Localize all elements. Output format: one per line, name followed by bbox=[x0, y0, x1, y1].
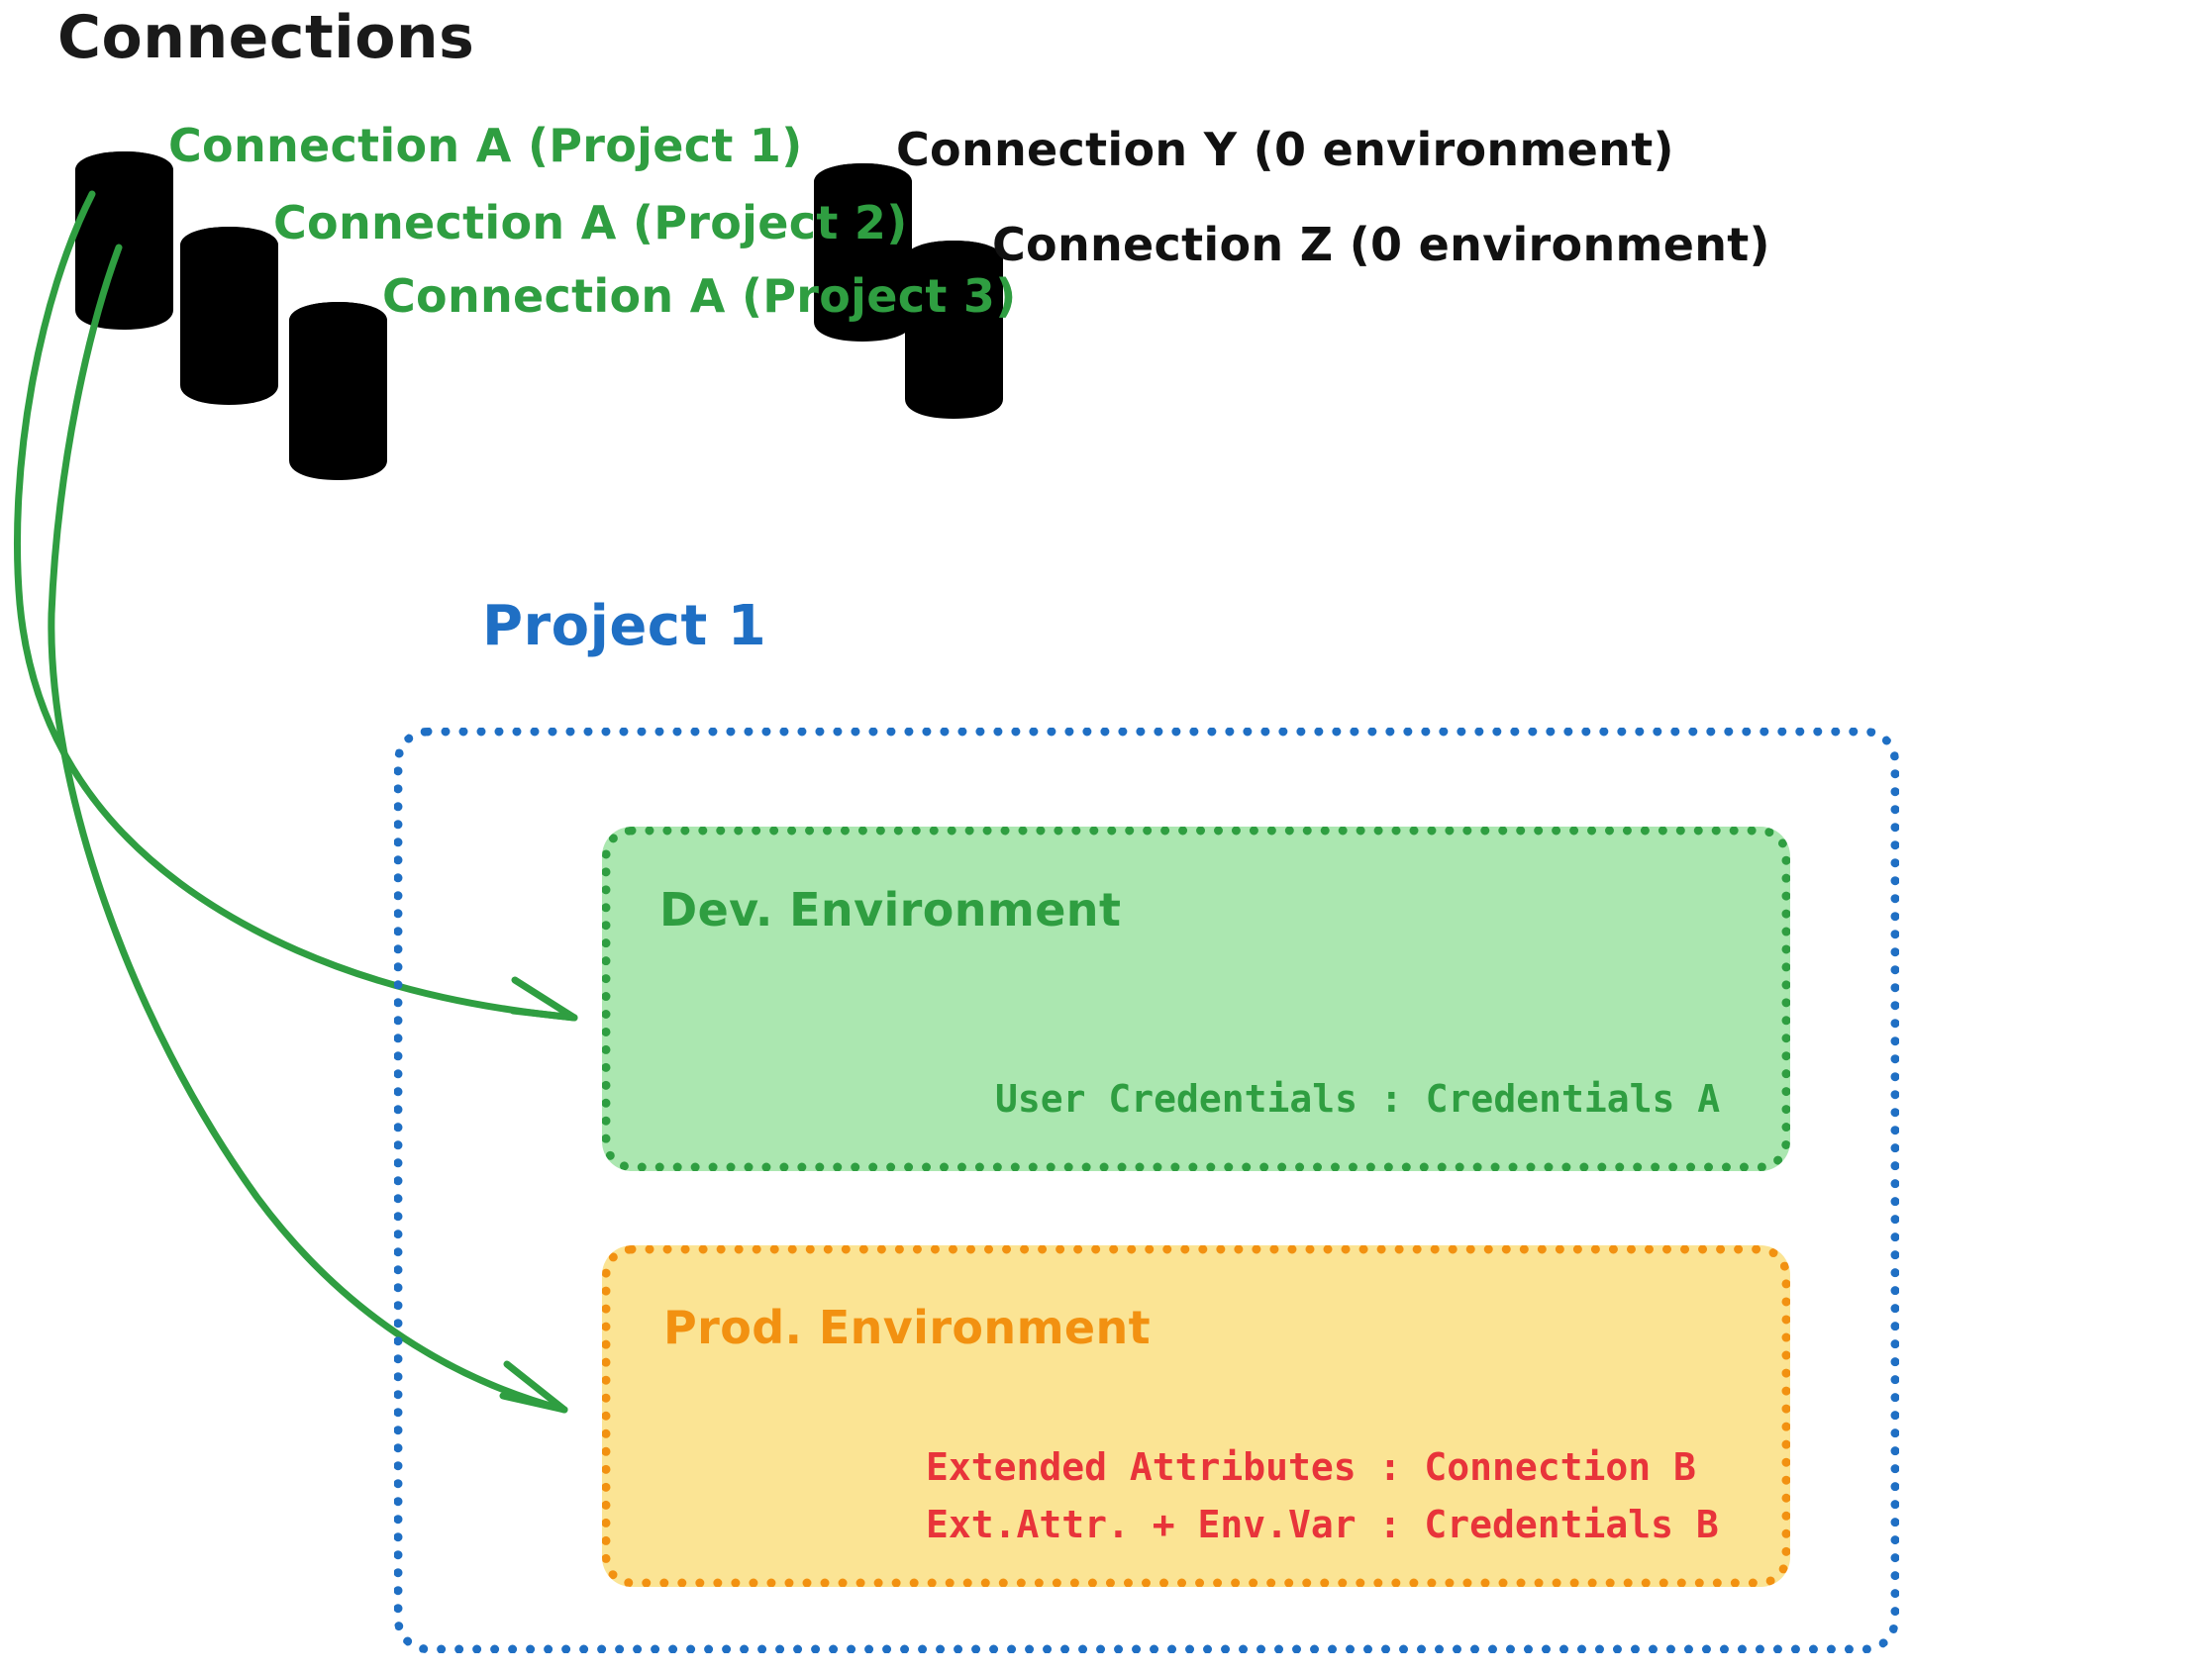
page-title: Connections bbox=[57, 3, 475, 72]
database-cylinder-icon-connection-a-project-2 bbox=[180, 227, 278, 405]
project-title: Project 1 bbox=[482, 594, 767, 658]
database-cylinder-icon-connection-a-project-3 bbox=[289, 302, 387, 480]
database-cylinder-icon-connection-a-project-1 bbox=[75, 151, 173, 330]
connection-label-a-project-1: Connection A (Project 1) bbox=[168, 119, 803, 172]
dev-environment-box bbox=[602, 827, 1790, 1171]
prod-environment-detail-line-1: Extended Attributes : Connection B bbox=[926, 1445, 1696, 1489]
connection-label-a-project-3: Connection A (Project 3) bbox=[382, 269, 1017, 323]
dev-environment-title: Dev. Environment bbox=[659, 883, 1122, 936]
dev-environment-detail-line-1: User Credentials : Credentials A bbox=[995, 1077, 1721, 1121]
prod-environment-title: Prod. Environment bbox=[663, 1301, 1152, 1354]
connection-label-a-project-2: Connection A (Project 2) bbox=[273, 196, 908, 249]
project-container bbox=[394, 728, 1899, 1653]
prod-environment-detail-line-2: Ext.Attr. + Env.Var : Credentials B bbox=[926, 1503, 1719, 1546]
prod-environment-box bbox=[602, 1245, 1790, 1587]
connection-label-z: Connection Z (0 environment) bbox=[992, 218, 1770, 271]
database-cylinder-icon-connection-z bbox=[905, 241, 1003, 419]
connection-label-y: Connection Y (0 environment) bbox=[896, 123, 1674, 176]
